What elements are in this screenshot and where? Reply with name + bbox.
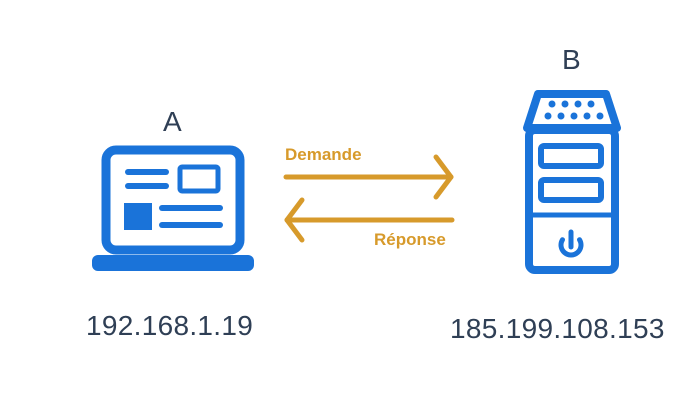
laptop-icon <box>92 145 254 271</box>
client-letter-label: A <box>163 106 182 137</box>
request-label: Demande <box>285 145 362 164</box>
server-ip-address: 185.199.108.153 <box>450 313 665 344</box>
request-arrow <box>283 154 454 200</box>
server-tower-icon <box>523 90 621 274</box>
server-letter-label: B <box>562 44 581 75</box>
response-label: Réponse <box>374 230 446 249</box>
client-ip-address: 192.168.1.19 <box>86 310 254 341</box>
response-arrow <box>284 197 455 243</box>
